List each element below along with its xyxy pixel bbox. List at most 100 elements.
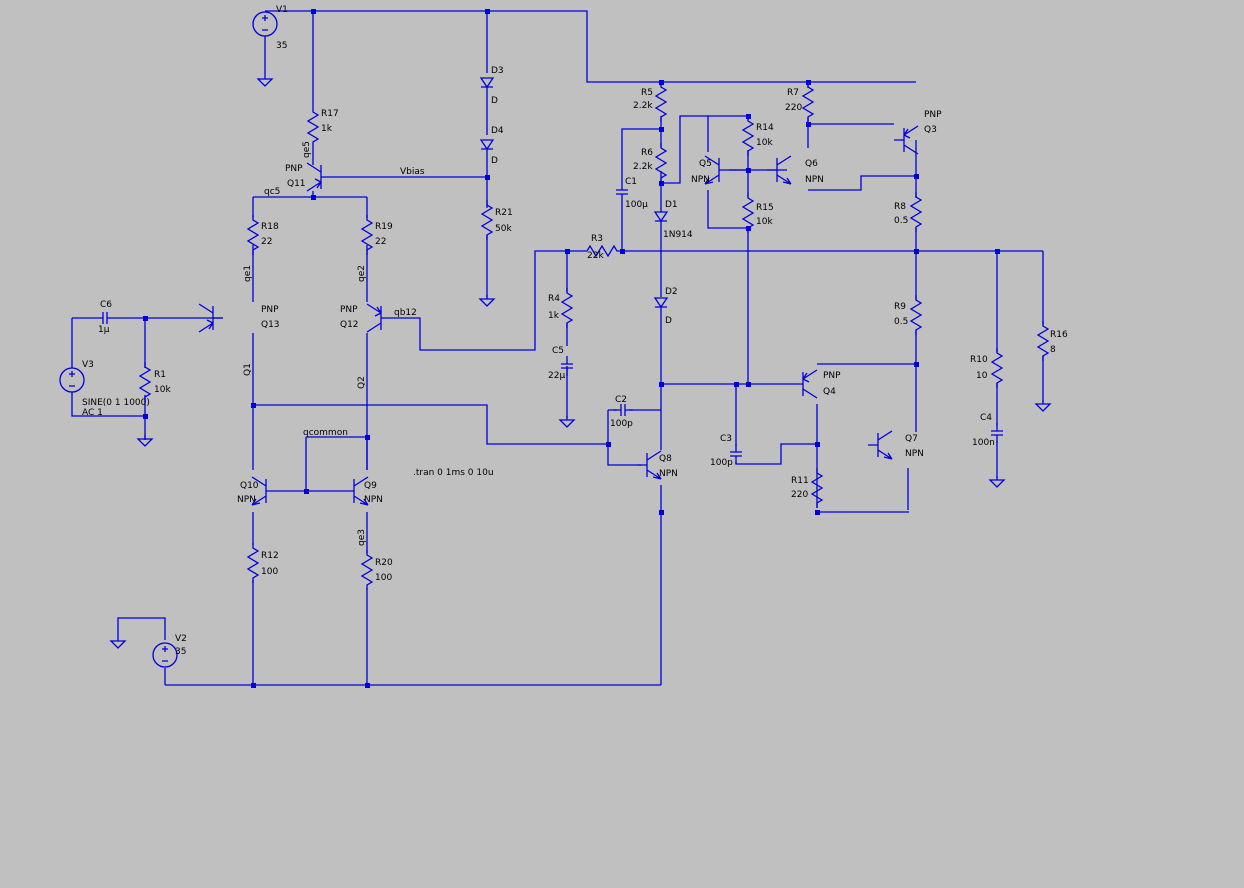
- v3-line1: SINE(0 1 1000): [82, 398, 150, 408]
- resistor-r1[interactable]: R1 10k: [139, 361, 171, 403]
- resistor-r3[interactable]: R3 22k: [581, 234, 623, 261]
- c4-name: C4: [980, 413, 992, 423]
- c4-value: 100n: [972, 438, 995, 448]
- r18-name: R18: [261, 222, 279, 232]
- transistor-q13[interactable]: PNP Q13: [198, 303, 280, 333]
- spice-directive[interactable]: .tran 0 1ms 0 10u: [413, 468, 494, 478]
- net-label-qcommon: qcommon: [303, 428, 348, 438]
- c3-name: C3: [720, 434, 732, 444]
- q8-type: NPN: [659, 469, 678, 479]
- transistor-q7[interactable]: Q7 NPN: [867, 430, 924, 460]
- resistor-r16[interactable]: R16 8: [1037, 320, 1068, 362]
- source-v3[interactable]: V3 SINE(0 1 1000) AC 1: [59, 360, 153, 447]
- r20-value: 100: [375, 573, 392, 583]
- resistor-r12[interactable]: R12 100: [247, 542, 279, 584]
- net-label-qb12: qb12: [394, 308, 417, 318]
- diode-d4[interactable]: D4 D: [480, 126, 504, 166]
- resistor-r4[interactable]: R4 1k: [548, 287, 573, 329]
- r1-value: 10k: [154, 385, 171, 395]
- v1-value: 35: [276, 41, 287, 51]
- resistor-r9[interactable]: R9 0.5: [894, 294, 922, 336]
- r8-name: R8: [894, 202, 906, 212]
- resistor-r6[interactable]: R6 2.2k: [633, 142, 667, 184]
- q11-name: Q11: [287, 179, 306, 189]
- capacitor-c6[interactable]: C6 1µ: [94, 300, 116, 335]
- resistor-r18[interactable]: R18 22: [247, 214, 279, 256]
- diode-d3[interactable]: D3 D: [480, 66, 504, 106]
- net-label-vbias: Vbias: [400, 167, 425, 177]
- net-label-q2: Q2: [357, 376, 367, 389]
- r5-name: R5: [641, 88, 653, 98]
- r20-name: R20: [375, 558, 393, 568]
- resistor-r15[interactable]: R15 10k: [742, 192, 774, 234]
- capacitor-c4[interactable]: C4 100n: [972, 413, 1004, 448]
- capacitor-c3[interactable]: C3 100p: [710, 434, 743, 468]
- source-v1[interactable]: V1 35: [252, 5, 288, 87]
- resistor-r7[interactable]: R7 220: [785, 81, 814, 123]
- r14-name: R14: [756, 123, 774, 133]
- d3-value: D: [491, 96, 498, 106]
- resistor-r10[interactable]: R10 10: [970, 347, 1003, 389]
- q11-type: PNP: [285, 164, 303, 174]
- net-label-qe5: qe5: [302, 141, 312, 158]
- resistor-r20[interactable]: R20 100: [361, 549, 393, 591]
- transistor-q6[interactable]: Q6 NPN: [766, 155, 824, 185]
- transistor-q11[interactable]: PNP Q11: [285, 162, 332, 192]
- capacitor-c1[interactable]: C1 100µ: [615, 177, 648, 210]
- r9-name: R9: [894, 302, 906, 312]
- capacitor-c2[interactable]: C2 100p: [610, 395, 634, 429]
- q7-name: Q7: [905, 434, 918, 444]
- diode-d2[interactable]: D2 D: [654, 287, 678, 326]
- d4-value: D: [491, 156, 498, 166]
- resistor-r14[interactable]: R14 10k: [742, 115, 774, 157]
- r9-value: 0.5: [894, 317, 908, 327]
- q5-name: Q5: [699, 159, 712, 169]
- source-v2[interactable]: V2 35: [110, 634, 187, 668]
- c2-name: C2: [615, 395, 627, 405]
- q7-type: NPN: [905, 449, 924, 459]
- resistor-r17[interactable]: R17 1k: [307, 106, 339, 148]
- q10-type: NPN: [237, 495, 256, 505]
- transistor-q4[interactable]: PNP Q4: [792, 369, 841, 399]
- c3-value: 100p: [710, 458, 733, 468]
- q12-name: Q12: [340, 320, 359, 330]
- resistor-r11[interactable]: R11 220: [791, 467, 823, 509]
- c5-name: C5: [552, 346, 564, 356]
- transistor-q12[interactable]: PNP Q12: [340, 303, 392, 333]
- q12-type: PNP: [340, 305, 358, 315]
- q4-name: Q4: [823, 387, 836, 397]
- transistor-q3[interactable]: PNP Q3: [893, 110, 942, 155]
- capacitor-c5[interactable]: C5 22µ: [548, 346, 574, 381]
- r8-value: 0.5: [894, 216, 908, 226]
- net-label-qe2: qe2: [357, 265, 367, 282]
- r1-name: R1: [154, 370, 166, 380]
- q6-name: Q6: [805, 159, 818, 169]
- d1-name: D1: [665, 200, 678, 210]
- r19-name: R19: [375, 222, 393, 232]
- transistor-q9[interactable]: Q9 NPN: [343, 476, 383, 506]
- r10-name: R10: [970, 355, 988, 365]
- transistor-q10[interactable]: Q10 NPN: [237, 476, 277, 506]
- q10-name: Q10: [240, 481, 259, 491]
- c1-value: 100µ: [625, 200, 648, 210]
- q6-type: NPN: [805, 175, 824, 185]
- diode-d1[interactable]: D1 1N914: [654, 200, 693, 240]
- r15-name: R15: [756, 203, 774, 213]
- resistor-r19[interactable]: R19 22: [361, 214, 393, 256]
- d1-value: 1N914: [663, 230, 693, 240]
- resistor-r5[interactable]: R5 2.2k: [633, 81, 667, 123]
- wires: [71, 10, 1044, 686]
- r12-name: R12: [261, 551, 279, 561]
- net-label-q1: Q1: [243, 363, 253, 376]
- transistor-q8[interactable]: Q8 NPN: [636, 450, 678, 480]
- q9-type: NPN: [364, 495, 383, 505]
- r3-name: R3: [591, 234, 603, 244]
- transistor-q5[interactable]: Q5 NPN: [691, 155, 730, 185]
- r15-value: 10k: [756, 217, 773, 227]
- resistor-r8[interactable]: R8 0.5: [894, 191, 922, 233]
- r17-value: 1k: [321, 124, 333, 134]
- resistor-r21[interactable]: R21 50k: [481, 199, 513, 241]
- r19-value: 22: [375, 237, 386, 247]
- r11-value: 220: [791, 490, 808, 500]
